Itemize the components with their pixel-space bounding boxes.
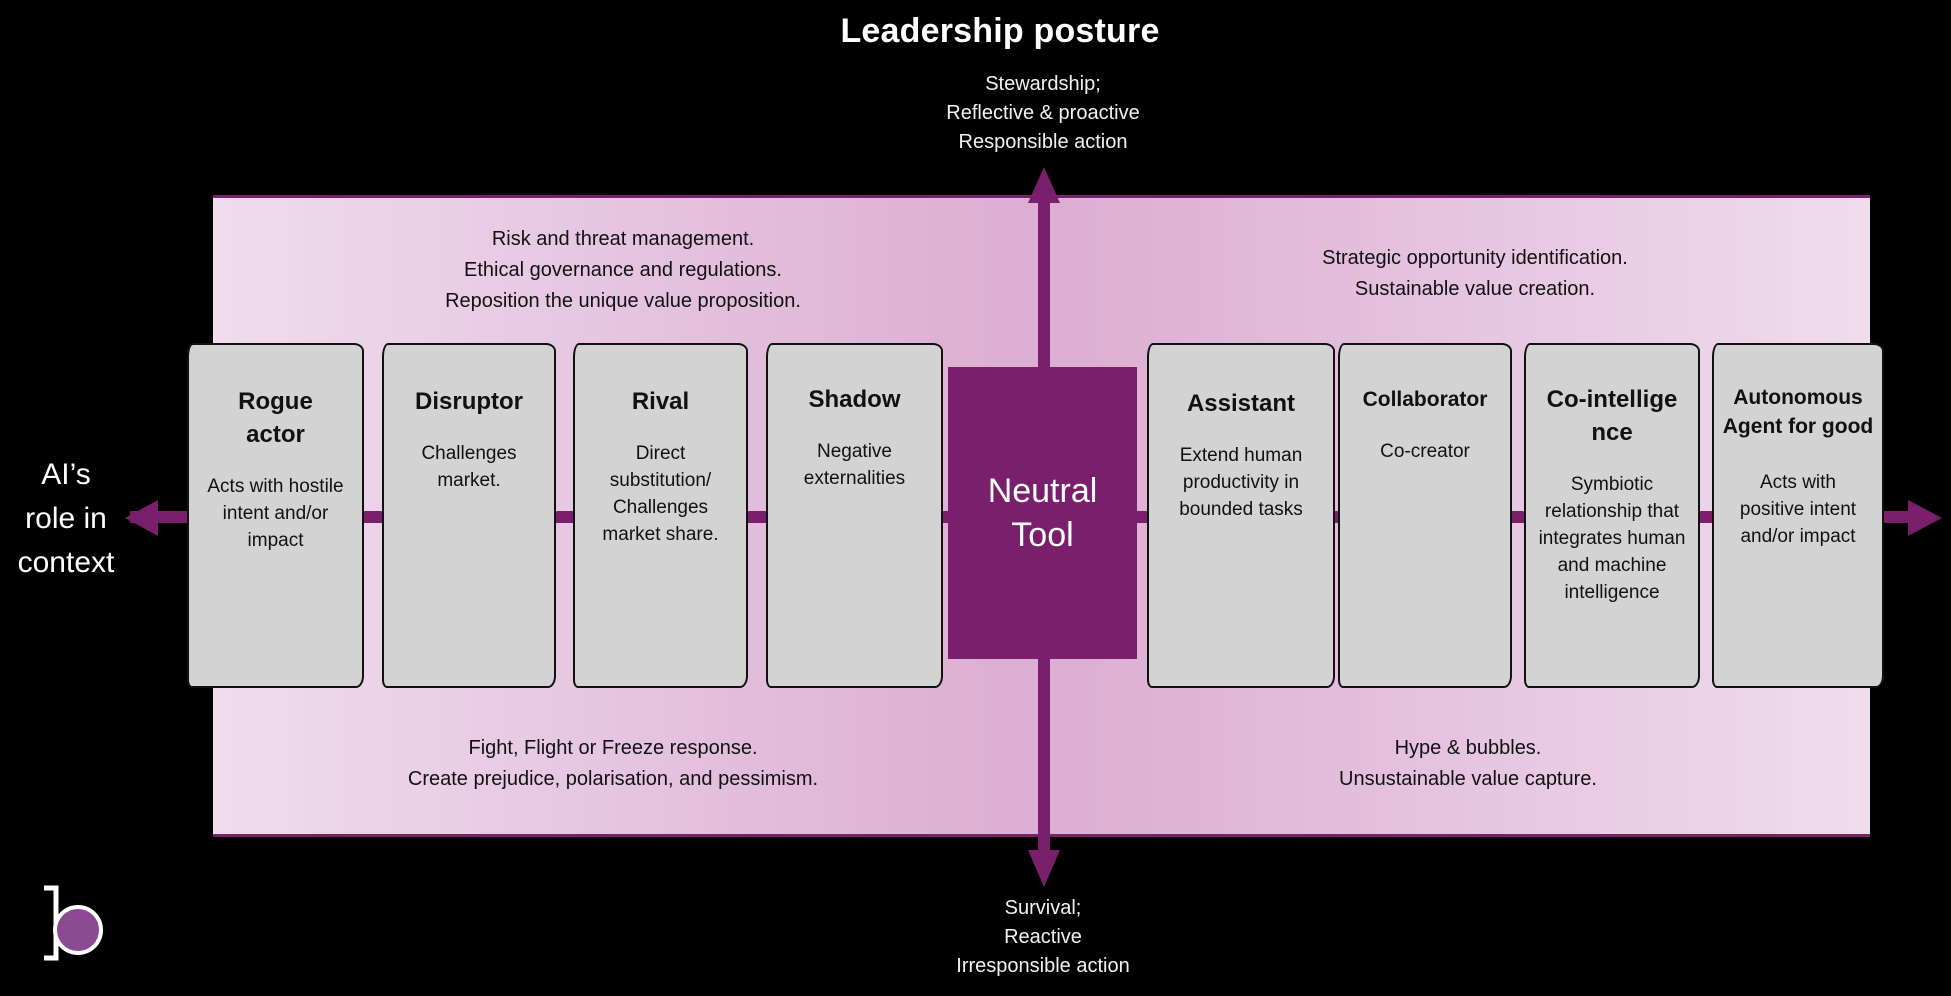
neutral-tool-line: Tool [1011,516,1074,554]
card-title: Rogue actor [238,388,313,448]
card-description: Direct substitution/ Challenges market s… [602,443,719,545]
quadrant-line: Sustainable value creation. [1354,278,1596,300]
brand-logo-icon [44,885,103,961]
quadrant-line: Hype & bubbles. [1394,737,1542,759]
quadrant-line: Reposition the unique value proposition. [445,290,801,312]
quadrant-line: Unsustainable value capture. [1339,768,1597,790]
card-title: Shadow [808,386,901,413]
arrow-right-icon [1908,500,1942,536]
card-description: Acts with hostile intent and/or impact [207,476,344,551]
quadrant-top-left: Risk and threat management. Ethical gove… [373,224,873,317]
role-card-co-intelligence: Co-intelligence Symbiotic relationship t… [1524,343,1700,688]
bottom-axis-line: Reactive [1004,926,1082,948]
left-axis-line: role in [25,502,107,535]
quadrant-line: Risk and threat management. [491,228,755,250]
role-card-rival: Rival Direct substitution/ Challenges ma… [573,343,748,688]
top-axis-line: Responsible action [958,131,1128,153]
left-axis-label: AI’s role in context [0,453,132,585]
role-card-assistant: Assistant Extend human productivity in b… [1147,343,1335,688]
bottom-axis-line: Survival; [1004,897,1082,919]
neutral-tool-box: Neutral Tool [948,367,1137,659]
card-description: Negative externalities [803,441,906,489]
quadrant-line: Strategic opportunity identification. [1322,247,1628,269]
arrow-up-icon [1028,167,1060,203]
diagram-title: Leadership posture [840,12,1160,50]
top-axis-line: Stewardship; [985,73,1101,95]
bottom-axis-label: Survival; Reactive Irresponsible action [843,894,1243,981]
role-card-autonomous-agent: Autonomous Agent for good Acts with posi… [1712,343,1884,688]
quadrant-bottom-left: Fight, Flight or Freeze response. Create… [363,733,863,795]
quadrant-line: Fight, Flight or Freeze response. [468,737,758,759]
role-card-disruptor: Disruptor Challenges market. [382,343,556,688]
role-card-shadow: Shadow Negative externalities [766,343,943,688]
top-axis-label: Stewardship; Reflective & proactive Resp… [843,70,1243,157]
arrow-left-icon [125,500,158,536]
top-axis-line: Reflective & proactive [946,102,1140,124]
quadrant-bottom-right: Hype & bubbles. Unsustainable value capt… [1218,733,1718,795]
card-description: Symbiotic relationship that integrates h… [1538,474,1686,603]
quadrant-line: Ethical governance and regulations. [464,259,782,281]
card-description: Acts with positive intent and/or impact [1739,472,1857,547]
card-title: Rival [631,388,690,415]
left-axis-line: AI’s [41,458,91,491]
card-description: Challenges market. [421,443,517,491]
card-title: Collaborator [1362,388,1488,411]
card-title: Autonomous Agent for good [1722,386,1874,438]
bottom-axis-line: Irresponsible action [956,955,1130,977]
card-title: Co-intelligence [1546,386,1678,446]
left-axis-line: context [17,546,115,579]
card-title: Disruptor [415,388,523,415]
neutral-tool-line: Neutral [987,472,1098,510]
role-card-rogue-actor: Rogue actor Acts with hostile intent and… [187,343,364,688]
quadrant-line: Create prejudice, polarisation, and pess… [407,768,819,790]
quadrant-top-right: Strategic opportunity identification. Su… [1225,243,1725,305]
role-card-collaborator: Collaborator Co-creator [1338,343,1512,688]
arrow-down-icon [1028,850,1060,887]
card-description: Extend human productivity in bounded tas… [1179,445,1303,520]
card-description: Co-creator [1380,441,1470,462]
card-title: Assistant [1186,390,1296,417]
